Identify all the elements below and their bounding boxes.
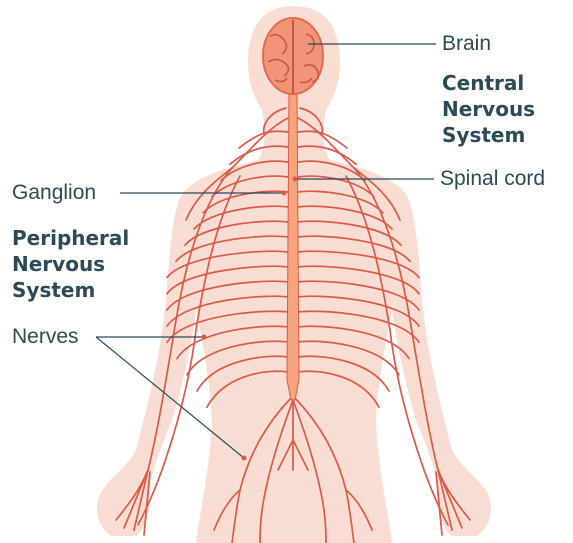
brain-illustration xyxy=(263,18,323,94)
peripheral-nervous-system-line-2: Nervous xyxy=(12,251,129,277)
nerves-label: Nerves xyxy=(12,326,79,347)
central-nervous-system-label: Central Nervous System xyxy=(442,70,535,148)
peripheral-nervous-system-line-1: Peripheral xyxy=(12,225,129,251)
central-nervous-system-line-2: Nervous xyxy=(442,96,535,122)
peripheral-nervous-system-line-3: System xyxy=(12,277,129,303)
spinal-cord xyxy=(287,92,299,400)
brain-label: Brain xyxy=(442,33,491,54)
spinal-cord-label: Spinal cord xyxy=(440,168,545,189)
peripheral-nervous-system-label: Peripheral Nervous System xyxy=(12,225,129,303)
central-nervous-system-line-3: System xyxy=(442,122,535,148)
central-nervous-system-line-1: Central xyxy=(442,70,535,96)
ganglion-label: Ganglion xyxy=(12,182,96,203)
